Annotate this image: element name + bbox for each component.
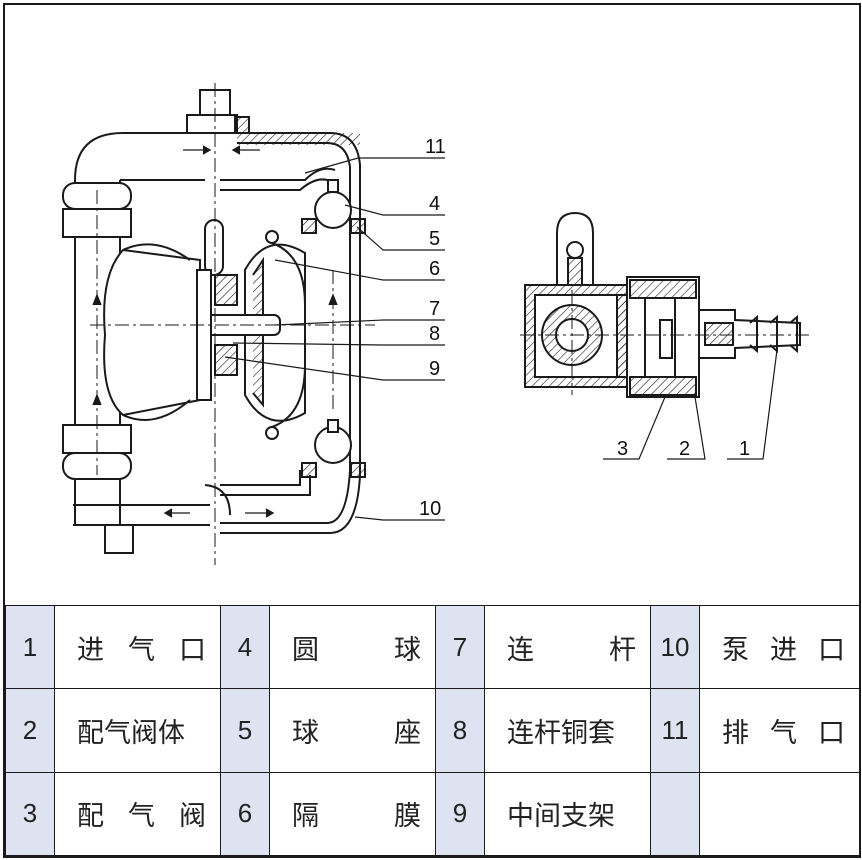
part-name-char: 球 <box>292 717 319 749</box>
part-name-char: 进 <box>770 634 797 666</box>
part-name-char: 气 <box>128 634 155 666</box>
callout-5: 5 <box>429 228 440 250</box>
part-number: 6 <box>220 771 270 857</box>
part-name-char: 配气阀体 <box>77 717 185 749</box>
callout-2: 2 <box>679 438 690 460</box>
callout-11: 11 <box>425 136 446 158</box>
callout-9: 9 <box>429 358 440 380</box>
part-name: 圆球 <box>269 604 436 690</box>
part-name-char: 中间支架 <box>507 801 615 833</box>
part-name-char: 圆 <box>292 634 319 666</box>
part-name-char: 膜 <box>394 801 421 833</box>
part-name-char: 阀 <box>179 801 206 833</box>
air-valve-section <box>520 211 810 398</box>
part-name: 配气阀 <box>54 771 221 857</box>
part-name-char: 气 <box>770 717 797 749</box>
part-name: 中间支架 <box>484 771 651 857</box>
part-name-char: 隔 <box>292 801 319 833</box>
part-number: 4 <box>220 604 270 690</box>
part-name-char: 球 <box>394 634 421 666</box>
part-name: 进气口 <box>54 604 221 690</box>
callout-10: 10 <box>419 498 441 520</box>
part-name: 配气阀体 <box>54 688 221 773</box>
part-number: 1 <box>5 604 55 690</box>
part-number: 5 <box>220 688 270 773</box>
part-name: 隔膜 <box>269 771 436 857</box>
callout-4: 4 <box>429 193 440 215</box>
part-name-char: 气 <box>128 801 155 833</box>
callout-7: 7 <box>429 298 440 320</box>
part-name-char: 进 <box>77 634 104 666</box>
part-number: 8 <box>435 688 485 773</box>
part-name-char: 排 <box>722 717 749 749</box>
part-name-char: 泵 <box>722 634 749 666</box>
part-name: 连杆铜套 <box>484 688 651 773</box>
part-name-char: 配 <box>77 801 104 833</box>
callout-8: 8 <box>429 323 440 345</box>
callout-3: 3 <box>617 438 628 460</box>
part-name-char: 杆 <box>609 634 636 666</box>
part-number: 9 <box>435 771 485 857</box>
part-name-char: 口 <box>818 634 845 666</box>
part-number: 11 <box>650 688 700 773</box>
part-number: 3 <box>5 771 55 857</box>
part-number: 7 <box>435 604 485 690</box>
callout-1: 1 <box>739 438 750 460</box>
part-name-char: 座 <box>394 717 421 749</box>
part-name: 排气口 <box>699 688 860 773</box>
part-number <box>650 771 700 857</box>
part-name: 球座 <box>269 688 436 773</box>
pump-cross-section: 11 4 5 6 7 8 9 10 3 2 1 <box>62 83 810 565</box>
pump-drawing: 11 4 5 6 7 8 9 10 3 2 1 <box>5 5 859 605</box>
part-number: 2 <box>5 688 55 773</box>
part-name: 连杆 <box>484 604 651 690</box>
part-name: 泵进口 <box>699 604 860 690</box>
callout-6: 6 <box>429 258 440 280</box>
part-name-char: 口 <box>818 717 845 749</box>
part-name-char: 连 <box>507 634 534 666</box>
part-name <box>699 771 860 857</box>
part-name-char: 连杆铜套 <box>507 717 615 749</box>
main-pump-section <box>62 83 375 565</box>
part-name-char: 口 <box>179 634 206 666</box>
part-number: 10 <box>650 604 700 690</box>
